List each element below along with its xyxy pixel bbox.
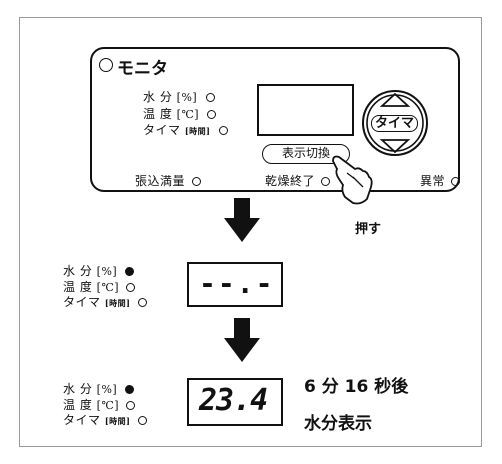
step2-row-temperature: 温 度 [℃] bbox=[63, 396, 136, 413]
step1-row-moisture: 水 分 [%] bbox=[63, 262, 134, 279]
press-label: 押す bbox=[355, 222, 382, 237]
indicator-lamp-icon bbox=[126, 401, 136, 410]
row-unit: [℃] bbox=[176, 108, 200, 121]
full-load-text: 張込満量 bbox=[135, 174, 186, 188]
monitor-indicator-icon bbox=[99, 58, 113, 72]
error-text: 異常 bbox=[420, 174, 446, 188]
moisture-display-note: 水分表示 bbox=[304, 414, 372, 434]
elapsed-time-note: 6 分 16 秒後 bbox=[304, 377, 409, 397]
indicator-lamp-icon bbox=[126, 283, 136, 292]
row-unit: [時間] bbox=[184, 126, 211, 136]
drying-complete-text: 乾燥終了 bbox=[265, 174, 316, 188]
row-unit: [時間] bbox=[104, 298, 131, 308]
row-label: 温 度 bbox=[63, 280, 93, 294]
step2-display: 23.4 bbox=[187, 378, 283, 426]
panel-display bbox=[257, 84, 354, 136]
row-label: 温 度 bbox=[63, 398, 93, 412]
indicator-lamp-icon bbox=[451, 177, 461, 186]
monitor-panel bbox=[90, 47, 460, 192]
display-toggle-button[interactable]: 表示切換 bbox=[262, 144, 350, 164]
arrow-down-icon bbox=[379, 139, 411, 154]
indicator-lamp-icon bbox=[192, 177, 202, 186]
row-label: 水 分 bbox=[143, 90, 173, 104]
row-label: 温 度 bbox=[143, 107, 173, 121]
outer-frame bbox=[19, 17, 482, 447]
indicator-lamp-icon bbox=[137, 416, 147, 425]
row-unit: [%] bbox=[96, 383, 118, 396]
row-label: タイマ bbox=[63, 295, 101, 309]
down-arrow-icon bbox=[224, 198, 260, 242]
step2-row-timer: タイマ [時間] bbox=[63, 411, 147, 428]
monitor-title: モニタ bbox=[117, 59, 168, 79]
panel-row-moisture: 水 分 [%] bbox=[143, 88, 215, 105]
indicator-lamp-lit-icon bbox=[124, 385, 134, 394]
row-label: タイマ bbox=[143, 123, 181, 137]
drying-complete-label: 乾燥終了 bbox=[265, 172, 331, 189]
timer-button-label: タイマ bbox=[371, 115, 419, 132]
timer-button-graphic bbox=[362, 90, 428, 156]
row-label: 水 分 bbox=[63, 264, 93, 278]
row-label: 水 分 bbox=[63, 382, 93, 396]
step2-display-value: 23.4 bbox=[199, 383, 268, 418]
row-unit: [時間] bbox=[104, 416, 131, 426]
step1-row-timer: タイマ [時間] bbox=[63, 293, 147, 310]
panel-row-timer: タイマ [時間] bbox=[143, 121, 228, 138]
row-unit: [℃] bbox=[96, 399, 120, 412]
down-arrow-icon bbox=[224, 318, 260, 362]
step2-row-moisture: 水 分 [%] bbox=[63, 380, 134, 397]
indicator-lamp-icon bbox=[205, 93, 215, 102]
full-load-label: 張込満量 bbox=[135, 172, 202, 189]
row-unit: [%] bbox=[96, 265, 118, 278]
error-label: 異常 bbox=[420, 172, 461, 189]
row-unit: [℃] bbox=[96, 281, 120, 294]
timer-button[interactable]: タイマ bbox=[360, 88, 430, 158]
indicator-lamp-icon bbox=[137, 298, 147, 307]
row-unit: [%] bbox=[176, 91, 198, 104]
step1-display: --.- bbox=[187, 262, 283, 307]
indicator-lamp-icon bbox=[218, 126, 228, 135]
step1-row-temperature: 温 度 [℃] bbox=[63, 278, 136, 295]
indicator-lamp-lit-icon bbox=[124, 267, 134, 276]
pointing-hand-icon bbox=[332, 155, 373, 205]
step1-display-value: --.- bbox=[199, 267, 275, 300]
indicator-lamp-icon bbox=[207, 110, 217, 119]
arrow-up-icon bbox=[379, 92, 411, 107]
panel-row-temperature: 温 度 [℃] bbox=[143, 105, 217, 122]
row-label: タイマ bbox=[63, 413, 101, 427]
indicator-lamp-icon bbox=[321, 177, 331, 186]
